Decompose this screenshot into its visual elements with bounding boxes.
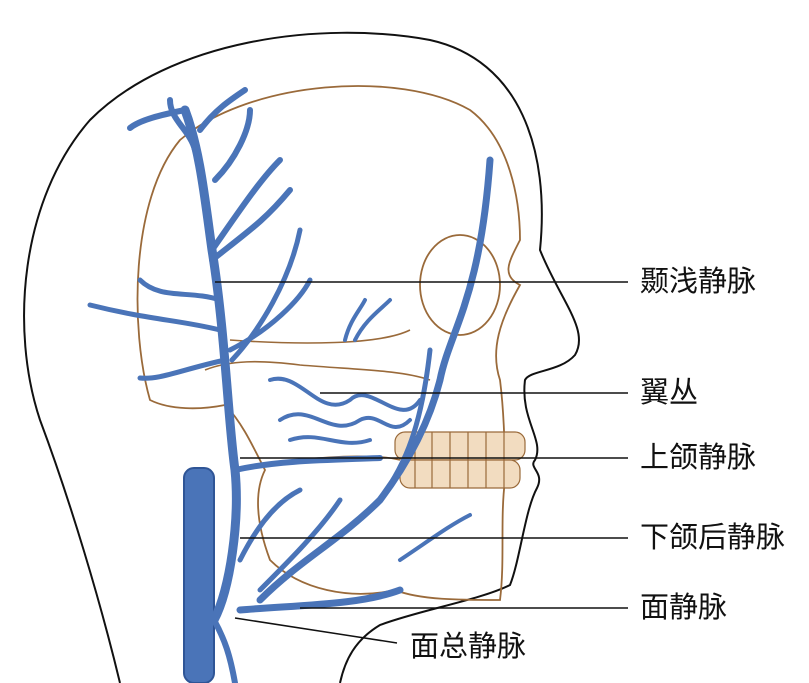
label-superficial-temporal-vein: 颞浅静脉 <box>640 264 757 298</box>
label-common-facial-vein: 面总静脉 <box>410 629 527 663</box>
leader-lines <box>215 281 628 644</box>
label-facial-vein: 面静脉 <box>640 590 728 624</box>
label-retromandibular-vein: 下颌后静脉 <box>640 520 786 554</box>
head-outline <box>23 31 581 683</box>
internal-jugular-vein <box>183 467 215 683</box>
orbit <box>419 234 501 336</box>
label-maxillary-vein: 上颌静脉 <box>640 440 757 474</box>
skull-outline <box>136 85 522 601</box>
label-pterygoid-plexus: 翼丛 <box>640 375 699 409</box>
veins <box>87 87 494 683</box>
